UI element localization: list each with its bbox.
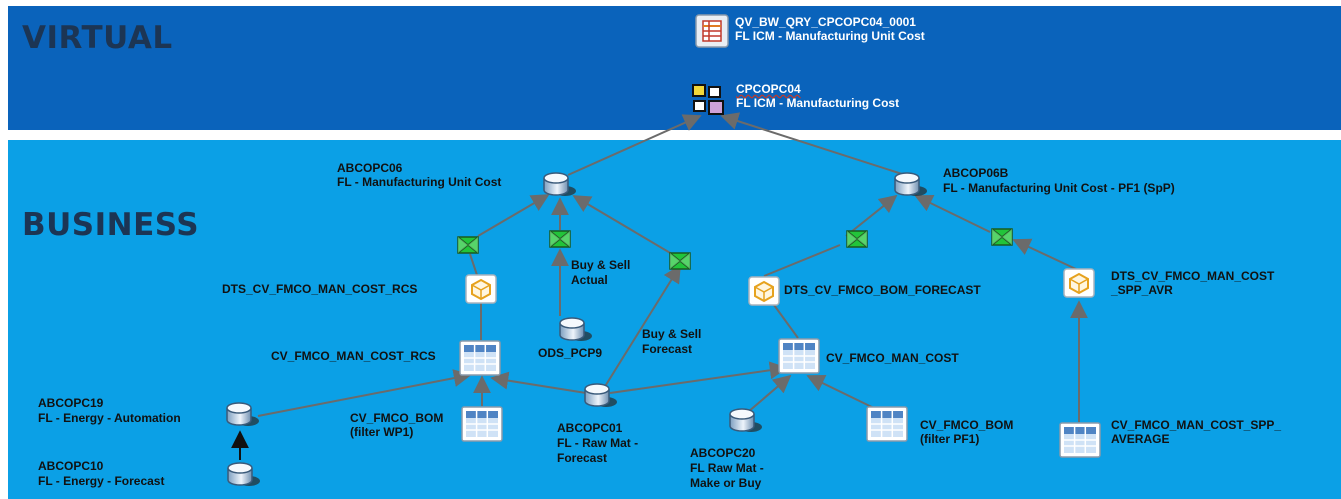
edge-cv-cost-to-dts-fc [773,304,799,339]
edge-dts-spp-to-t5 [1012,238,1079,271]
calc-view-icon[interactable] [461,406,503,442]
node-cv-bom-wp1-line2: (filter WP1) [350,425,414,439]
edge-abcopc19-to-cv-rcs [257,369,472,417]
node-abcopc10-desc: FL - Energy - Forecast [38,474,165,488]
edge-t4-to-abcop06b [845,194,898,237]
query-report-icon[interactable] [695,14,729,48]
node-ods-pcp9-name: ODS_PCP9 [538,346,603,360]
node-dts-spp-line1: DTS_CV_FMCO_MAN_COST [1111,269,1275,283]
node-dts-rcs-name: DTS_CV_FMCO_MAN_COST_RCS [222,282,418,296]
node-qv-query-desc: FL ICM - Manufacturing Unit Cost [735,29,925,43]
node-abcopc06-desc: FL - Manufacturing Unit Cost [337,175,502,189]
node-abcop06b-name: ABCOP06B [943,166,1009,180]
virtual-layer-band [8,6,1341,130]
datastore-icon[interactable] [541,172,577,198]
datastore-icon[interactable] [892,172,928,198]
transformation-icon[interactable] [846,230,868,248]
calc-view-icon[interactable] [459,340,501,376]
edge-abcopc01-to-cv-cost [609,361,788,394]
node-abcopc01-line2: FL - Raw Mat - [557,436,639,450]
node-dts-spp-line2: _SPP_AVR [1111,283,1173,297]
datastore-icon[interactable] [557,317,593,343]
datastore-icon[interactable] [225,462,261,488]
node-cv-bom-wp1-line1: CV_FMCO_BOM [350,411,444,425]
node-abcop06b-desc: FL - Manufacturing Unit Cost - PF1 (SpP) [943,181,1175,195]
node-cv-man-cost-name: CV_FMCO_MAN_COST [826,351,959,365]
business-layer-band [8,140,1341,499]
node-abcopc06-name: ABCOPC06 [337,161,403,175]
edge-t5-to-abcop06b [914,194,991,233]
node-cpcopc04-desc: FL ICM - Manufacturing Cost [736,96,900,110]
node-cpcopc04-name: CPCOPC04 [736,82,801,96]
node-cv-bom-pf1-line2: (filter PF1) [920,432,980,446]
datasource-icon[interactable] [1063,268,1095,298]
node-cv-bom-pf1-line1: CV_FMCO_BOM [920,418,1014,432]
transformation-icon[interactable] [457,236,479,254]
business-layer-title: BUSINESS [22,207,200,243]
node-abcopc19-name: ABCOPC19 [38,396,104,410]
node-abcopc01-line3: Forecast [557,451,608,465]
node-dts-forecast-name: DTS_CV_FMCO_BOM_FORECAST [784,283,981,297]
node-abcopc20-line3: Make or Buy [690,476,762,490]
virtual-layer-title: VIRTUAL [22,20,173,56]
edge-abcopc20-to-cv-cost [747,374,792,413]
node-cv-spp-avg-line1: CV_FMCO_MAN_COST_SPP_ [1111,418,1282,432]
datastore-icon[interactable] [582,383,618,409]
edge-label-buy-sell-forecast-1: Buy & Sell [642,327,702,341]
node-abcopc20-line1: ABCOPC20 [690,446,756,460]
datastore-icon[interactable] [727,408,763,434]
edge-t3-to-abcopc06 [572,195,673,255]
node-qv-query-name: QV_BW_QRY_CPCOPC04_0001 [735,15,916,29]
edge-abcopc06-to-cpcopc04 [567,114,702,176]
edge-bompf1-to-cv-cost [806,374,879,411]
datasource-icon[interactable] [465,274,497,304]
node-cv-spp-avg-line2: AVERAGE [1111,432,1170,446]
composite-provider-icon[interactable] [692,84,726,116]
edge-abcop06b-to-cpcopc04 [720,112,903,175]
node-cv-rcs-name: CV_FMCO_MAN_COST_RCS [271,349,436,363]
node-abcopc10-name: ABCOPC10 [38,459,104,473]
edge-abcopc01-to-t3 [603,264,681,389]
datasource-icon[interactable] [748,276,780,306]
edge-t1-to-abcopc06 [477,194,550,237]
calc-view-icon[interactable] [778,338,820,374]
transformation-icon[interactable] [991,228,1013,246]
edge-dts-rcs-to-t1 [469,253,478,276]
transformation-icon[interactable] [669,252,691,270]
transformation-icon[interactable] [549,230,571,248]
edge-label-buy-sell-actual-2: Actual [571,273,608,287]
node-abcopc01-line1: ABCOPC01 [557,421,623,435]
node-abcopc20-line2: FL Raw Mat - [690,461,764,475]
edge-abcopc01-to-cv-rcs [490,371,587,394]
edge-dts-fc-to-t4 [763,244,841,277]
calc-view-icon[interactable] [866,406,908,442]
calc-view-icon[interactable] [1059,422,1101,458]
edge-label-buy-sell-actual-1: Buy & Sell [571,258,631,272]
edge-label-buy-sell-forecast-2: Forecast [642,342,693,356]
node-abcopc19-desc: FL - Energy - Automation [38,411,181,425]
datastore-icon[interactable] [224,402,260,428]
